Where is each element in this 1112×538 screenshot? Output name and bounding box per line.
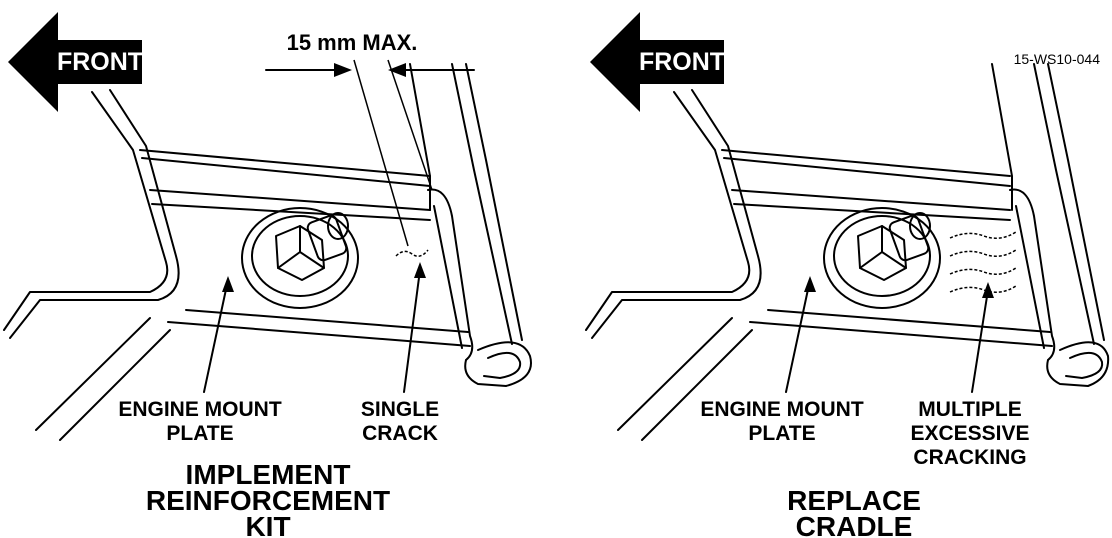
mount-label-right-2: PLATE (748, 422, 815, 445)
right-panel: FRONT 15-WS10-044 (585, 12, 1110, 538)
crack-label-right-3: CRACKING (913, 446, 1026, 469)
engine-mount-left (241, 207, 359, 309)
leader-crack-right (971, 289, 989, 393)
cradle-body-right (585, 63, 1110, 441)
caption-right-2: CRADLE (796, 511, 913, 538)
leader-mount-right (785, 279, 811, 393)
cradle-body-left (3, 63, 532, 441)
caption-left-1: IMPLEMENT (186, 459, 351, 490)
caption-left-3: KIT (245, 511, 290, 538)
left-panel: FRONT (3, 12, 532, 538)
dimension-label: 15 mm MAX. (287, 30, 418, 55)
crack-label-left-2: CRACK (362, 422, 438, 445)
crack-label-right-1: MULTIPLE (918, 398, 1021, 421)
single-crack (395, 249, 429, 257)
crack-label-right-2: EXCESSIVE (910, 422, 1029, 445)
crack-label-left-1: SINGLE (361, 398, 439, 421)
multiple-cracks (949, 231, 1017, 293)
engine-mount-right (823, 207, 941, 309)
mount-label-right-1: ENGINE MOUNT (700, 398, 864, 421)
mount-label-left-1: ENGINE MOUNT (118, 398, 282, 421)
dimension-15mm: 15 mm MAX. (265, 30, 475, 247)
caption-right-1: REPLACE (787, 485, 921, 516)
mount-label-left-2: PLATE (166, 422, 233, 445)
front-label-right: FRONT (639, 48, 725, 76)
front-arrow-right: FRONT (590, 12, 725, 112)
figure-id: 15-WS10-044 (1014, 51, 1101, 67)
front-arrow-left: FRONT (8, 12, 143, 112)
leader-crack-left (403, 269, 421, 393)
front-label-left: FRONT (57, 48, 143, 76)
leader-mount-left (203, 279, 229, 393)
caption-left-2: REINFORCEMENT (146, 485, 390, 516)
